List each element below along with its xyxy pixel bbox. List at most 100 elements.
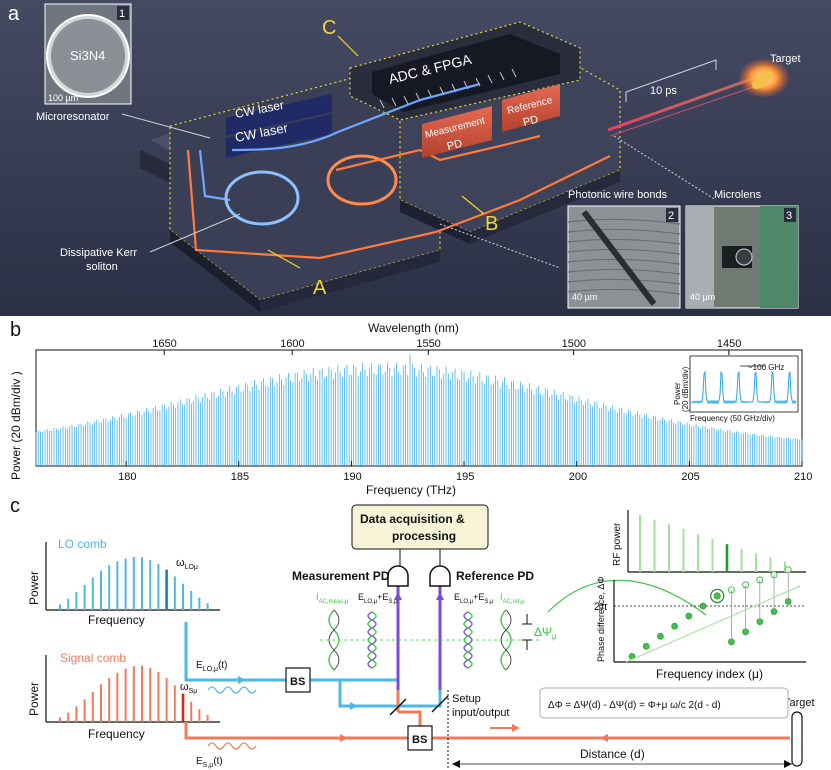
inset-peaks	[691, 369, 797, 405]
lo-waveguide	[198, 82, 481, 202]
marker-b-leader	[461, 195, 485, 215]
x-tick-label: 185	[231, 471, 249, 483]
two-pi-label: 2π	[594, 601, 608, 613]
x-tick-label: 190	[343, 471, 361, 483]
top-tick-label: 1600	[280, 338, 304, 350]
lo-arrow-2	[350, 702, 358, 710]
sum-ref-label: ELO,μ+ES,μ	[454, 592, 494, 605]
marker-a: A	[313, 277, 327, 299]
daq-label-2: processing	[392, 529, 456, 543]
sum-meas-label: ELO,μ+ES,μ	[358, 592, 398, 605]
lo-comb-lines	[59, 556, 209, 610]
soliton-label-1: Dissipative Kerr	[60, 247, 137, 259]
distance-arrow-left	[452, 760, 460, 768]
inset-wire-bonds: 2 40 µm	[567, 205, 681, 309]
combined-beams	[396, 586, 442, 690]
reference-pd-icon	[429, 565, 451, 587]
x-tick-label: 210	[794, 471, 812, 483]
setup-io-label-2: input/output	[452, 707, 510, 719]
delta-psi-arc	[547, 579, 707, 616]
bs2-label: BS	[412, 734, 427, 746]
x-tick-label: 180	[118, 471, 136, 483]
signal-frequency-label: Frequency	[88, 727, 145, 741]
e-lo-label: ELO,μ(t)	[196, 660, 227, 673]
mixer-2	[431, 695, 449, 713]
reference-pd-block: Reference PD	[502, 84, 560, 132]
signal-beam	[184, 690, 790, 740]
lens-leader	[613, 135, 717, 201]
inset-3-tag: 3	[786, 210, 792, 222]
measurement-pd-label-2: PD	[446, 138, 464, 153]
top-tick-label: 1650	[152, 338, 176, 350]
target-object	[752, 71, 772, 89]
return-beam	[609, 83, 763, 137]
spectrum-comb-lines	[35, 354, 803, 466]
formula-box	[539, 687, 789, 719]
inset-annotation: ~100 GHz	[748, 363, 784, 372]
lo-comb-title: LO comb	[58, 537, 107, 551]
inset-2-scale: 40 µm	[572, 292, 597, 302]
lo-power-label: Power	[27, 571, 41, 605]
signal-return-arrow-head	[512, 724, 520, 732]
spectrum-inset: ~100 GHz Frequency (50 GHz/div) Power (2…	[673, 355, 799, 423]
daq-box	[351, 504, 489, 550]
bs1-box	[285, 667, 311, 693]
setup-io-label-1: Setup	[452, 693, 481, 705]
microlens-label: Microlens	[714, 189, 762, 201]
inset-ylabel-2: (20 dBm/div)	[681, 366, 690, 412]
soliton-leader	[149, 213, 241, 253]
inset-ylabel-1: Power	[673, 382, 682, 405]
reference-pd-label: Reference PD	[456, 569, 534, 583]
phase-point	[657, 632, 664, 640]
phase-point	[642, 643, 650, 650]
formula-text: ΔΦ = ΔΨ(d) - ΔΨ(d) = Φ+μ ω/c 2(d - d)	[548, 700, 721, 711]
marker-b: B	[485, 213, 498, 235]
wire-bonds-label: Photonic wire bonds	[568, 189, 668, 201]
distance-label: Distance (d)	[580, 747, 645, 761]
inset-1-tag: 1	[119, 8, 125, 20]
y-axis-title: Power (20 dBm/div )	[9, 371, 23, 480]
x-axis-title: Frequency (THz)	[366, 483, 456, 497]
output-beam	[607, 74, 761, 132]
panel-a-label: a	[8, 3, 20, 25]
signal-comb-title: Signal comb	[60, 651, 126, 665]
mixer-1	[389, 698, 407, 716]
signal-comb-plot	[45, 655, 220, 723]
target-plate	[791, 711, 803, 767]
measurement-pd-icon	[387, 565, 409, 587]
marker-c-leader	[337, 35, 359, 57]
phase-point	[685, 612, 693, 620]
ref-beam-arrow	[436, 592, 444, 600]
lo-microresonator-ring	[224, 170, 300, 226]
signal-microresonator-ring	[326, 154, 398, 206]
wirebond-leader	[439, 223, 561, 269]
inset-microlens: 3 40 µm	[685, 205, 799, 309]
target-label-c: Target	[784, 697, 815, 709]
bs2-box	[407, 725, 433, 751]
phase-plot	[613, 566, 806, 663]
inset-1-scale: 100 µm	[48, 93, 78, 103]
inset-trace	[691, 369, 797, 405]
e-s-label: ES,μ(t)	[196, 756, 223, 769]
delta-psi-marker	[522, 614, 532, 650]
omega-s-label: ωSμ	[180, 681, 197, 695]
x-tick-label: 205	[681, 471, 699, 483]
inset-xlabel: Frequency (50 GHz/div)	[690, 414, 775, 423]
signal-power-label: Power	[27, 682, 41, 716]
signal-wave-icon	[207, 742, 257, 750]
rf-power-plot	[627, 510, 806, 573]
marker-a-leader	[267, 249, 301, 269]
panel-a: a	[0, 0, 831, 316]
panel-c-label: c	[10, 495, 20, 517]
microresonator-label: Microresonator	[36, 111, 110, 123]
signal-arrow-1	[340, 734, 348, 742]
top-tick-label: 1500	[562, 338, 586, 350]
freq-index-label: Frequency index (μ)	[656, 667, 763, 681]
i-meas-label: IAC,meas,μ	[316, 592, 349, 605]
rf-power-label: RF power	[612, 522, 623, 566]
lo-wave-icon	[207, 686, 257, 694]
phase-point	[713, 592, 721, 600]
